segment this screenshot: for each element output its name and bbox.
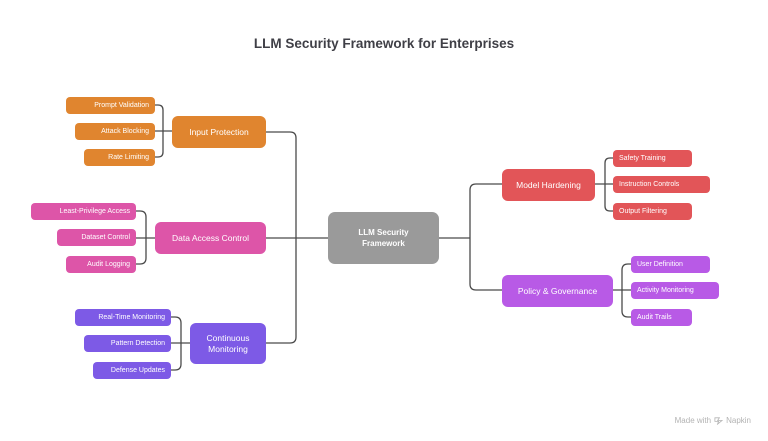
leaf-audit-trails: Audit Trails — [631, 309, 692, 326]
leaf-pattern-detection: Pattern Detection — [84, 335, 171, 352]
leaf-label: Attack Blocking — [101, 128, 149, 135]
center-label-line1: LLM Security — [358, 228, 409, 237]
branch-label: Input Protection — [189, 126, 249, 137]
center-label-line2: Framework — [362, 239, 405, 248]
leaf-label: Dataset Control — [81, 234, 130, 241]
branch-input-protection: Input Protection — [172, 116, 266, 148]
leaf-label: Defense Updates — [110, 367, 165, 374]
leaf-label: Output Filtering — [619, 208, 667, 215]
napkin-watermark: Made with Napkin — [675, 416, 751, 425]
leaf-output-filtering: Output Filtering — [613, 203, 692, 220]
leaf-rate-limiting: Rate Limiting — [84, 149, 155, 166]
leaf-label: Instruction Controls — [619, 181, 680, 188]
leaf-instruction-controls: Instruction Controls — [613, 176, 710, 193]
connector-model-hardening — [469, 183, 502, 238]
leaf-label: Pattern Detection — [110, 340, 165, 347]
branch-label-line2: Monitoring — [208, 343, 248, 354]
leaf-label: Safety Training — [619, 155, 666, 162]
leaf-defense-updates: Defense Updates — [93, 362, 171, 379]
footer-text: Made with — [674, 416, 712, 425]
branch-model-hardening: Model Hardening — [502, 169, 595, 201]
branch-continuous-monitoring: Continuous Monitoring — [190, 323, 266, 364]
napkin-logo-icon — [714, 417, 724, 425]
leaf-safety-training: Safety Training — [613, 150, 692, 167]
leaf-audit-logging: Audit Logging — [66, 256, 136, 273]
branch-label: Model Hardening — [516, 179, 581, 190]
branch-label: Data Access Control — [171, 232, 249, 243]
leaf-dataset-control: Dataset Control — [57, 229, 136, 246]
branch-data-access-control: Data Access Control — [155, 222, 266, 254]
leaf-prompt-validation: Prompt Validation — [66, 97, 155, 114]
leaf-label: Audit Trails — [637, 314, 672, 321]
connector-input-protection — [266, 131, 297, 238]
leaf-label: User Definition — [637, 261, 683, 268]
branch-policy-governance: Policy & Governance — [502, 275, 613, 307]
connector-policy-governance — [469, 238, 502, 291]
leaf-label: Real-Time Monitoring — [98, 314, 165, 321]
leaf-activity-monitoring: Activity Monitoring — [631, 282, 719, 299]
branch-label-line1: Continuous — [206, 332, 250, 343]
center-node: LLM Security Framework — [328, 212, 439, 264]
connector-continuous-monitoring — [266, 238, 297, 344]
leaf-real-time-monitoring: Real-Time Monitoring — [75, 309, 171, 326]
leaf-user-definition: User Definition — [631, 256, 710, 273]
leaf-label: Audit Logging — [87, 261, 130, 268]
leaf-label: Prompt Validation — [94, 102, 149, 109]
diagram-title: LLM Security Framework for Enterprises — [253, 36, 515, 51]
leaf-attack-blocking: Attack Blocking — [75, 123, 155, 140]
leaf-label: Rate Limiting — [108, 154, 149, 161]
branch-label: Policy & Governance — [517, 285, 598, 296]
leaf-label: Activity Monitoring — [637, 287, 694, 294]
leaf-least-privilege-access: Least-Privilege Access — [31, 203, 136, 220]
leaf-label: Least-Privilege Access — [59, 208, 130, 215]
footer-brand: Napkin — [726, 416, 751, 425]
